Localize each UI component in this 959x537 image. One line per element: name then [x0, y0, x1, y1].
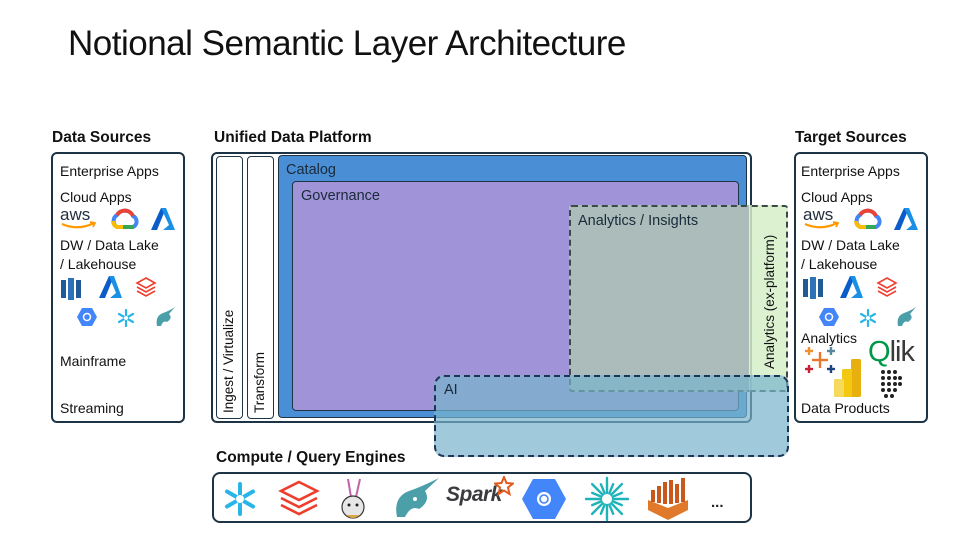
target-sources-box: Enterprise Apps Cloud Apps aws DW / Data… [794, 152, 928, 423]
governance-label: Governance [301, 188, 380, 204]
source-dw-data-lake: DW / Data Lake [60, 237, 159, 253]
starburst-icon [584, 476, 630, 522]
source-enterprise-apps: Enterprise Apps [60, 163, 159, 179]
target-dw-data-lake: DW / Data Lake [801, 237, 900, 253]
starburst-ray [591, 500, 603, 507]
spark-star-icon [494, 476, 514, 496]
dremio-icon [341, 478, 365, 519]
bigquery-icon [522, 479, 566, 519]
analytics-ex-platform-label: Analytics (ex-platform) [762, 234, 777, 369]
page-title: Notional Semantic Layer Architecture [68, 24, 626, 63]
source-mainframe: Mainframe [60, 353, 127, 369]
target-sources-heading: Target Sources [795, 129, 907, 146]
compute-box: Spark ... [212, 472, 752, 523]
google-cloud-icon [854, 208, 882, 229]
trino-icon [156, 307, 175, 326]
starburst-ray [611, 500, 623, 507]
starburst-ray [599, 503, 606, 515]
qlik-text: lik [889, 336, 915, 368]
aws-icon: aws [803, 205, 840, 229]
svg-text:aws: aws [60, 205, 90, 224]
more-engines: ... [711, 494, 724, 511]
starburst-ray [599, 483, 606, 495]
starburst-ray [610, 502, 624, 516]
starburst-ray [608, 483, 615, 495]
databricks-icon [135, 277, 157, 297]
starburst-ray [591, 491, 603, 498]
platform-heading: Unified Data Platform [214, 129, 372, 146]
trino-icon [897, 307, 916, 326]
trino-icon [396, 478, 439, 517]
qlik-icon: Qlik [868, 336, 915, 369]
tableau-icon [805, 347, 835, 373]
starburst-ray [608, 503, 615, 515]
source-lakehouse: / Lakehouse [60, 256, 137, 272]
azure-icon [840, 276, 863, 298]
azure-icon [151, 208, 175, 230]
spark-icon: Spark [446, 483, 502, 507]
databricks-icon [278, 480, 320, 516]
starburst-ray [590, 482, 604, 496]
starburst-ray [611, 491, 623, 498]
data-sources-heading: Data Sources [52, 129, 152, 146]
google-cloud-icon [111, 208, 139, 229]
starburst-ray [590, 502, 604, 516]
bigquery-icon [77, 308, 97, 326]
target-cloud-apps: Cloud Apps [801, 189, 873, 205]
ai-label: AI [444, 382, 458, 398]
azure-icon [894, 208, 918, 230]
catalog-label: Catalog [286, 162, 336, 178]
dots-grid-icon [881, 370, 902, 398]
power-bi-icon [834, 359, 861, 397]
transform-label: Transform [252, 351, 267, 413]
snowflake-icon [117, 309, 135, 327]
data-sources-box: Enterprise Apps Cloud Apps aws DW / Data… [51, 152, 185, 423]
bigquery-icon [819, 308, 839, 326]
databricks-icon [876, 277, 898, 297]
compute-heading: Compute / Query Engines [216, 449, 406, 466]
spark-label: Spark [446, 483, 502, 506]
ai-panel: AI [434, 375, 789, 457]
athena-icon [648, 478, 688, 520]
transform-column: Transform [247, 156, 274, 419]
ingest-virtualize-label: Ingest / Virtualize [221, 309, 236, 413]
analytics-insights-panel: Analytics / Insights [569, 205, 749, 392]
target-enterprise-apps: Enterprise Apps [801, 163, 900, 179]
aws-icon: aws [60, 205, 97, 229]
target-analytics: Analytics [801, 330, 858, 346]
svg-text:aws: aws [803, 205, 833, 224]
redshift-icon [61, 278, 81, 300]
snowflake-icon [859, 309, 877, 327]
azure-icon [99, 276, 122, 298]
source-streaming: Streaming [60, 400, 124, 416]
qlik-q: Q [868, 336, 891, 368]
snowflake-icon [225, 482, 255, 516]
ingest-virtualize-column: Ingest / Virtualize [216, 156, 243, 419]
analytics-insights-label: Analytics / Insights [578, 213, 699, 229]
starburst-ray [610, 482, 624, 496]
redshift-icon [803, 277, 823, 299]
target-lakehouse: / Lakehouse [801, 256, 878, 272]
target-data-products: Data Products [801, 400, 890, 416]
source-cloud-apps: Cloud Apps [60, 189, 132, 205]
